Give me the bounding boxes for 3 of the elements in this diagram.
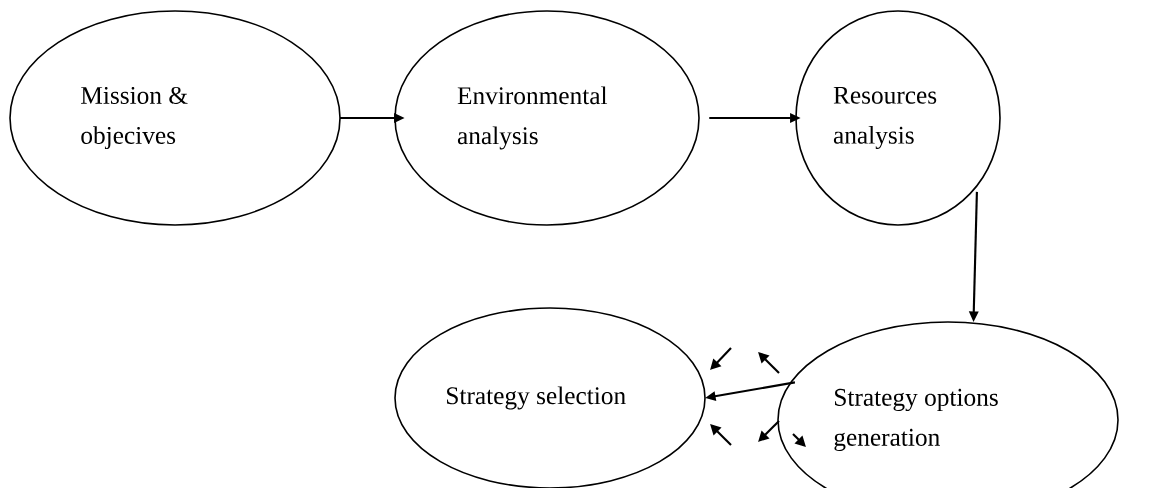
ellipse-node: Environmental analysis <box>394 10 700 226</box>
ellipse-node: Mission & objecives <box>9 10 341 226</box>
ellipse-node: Resources analysis <box>795 10 1001 226</box>
